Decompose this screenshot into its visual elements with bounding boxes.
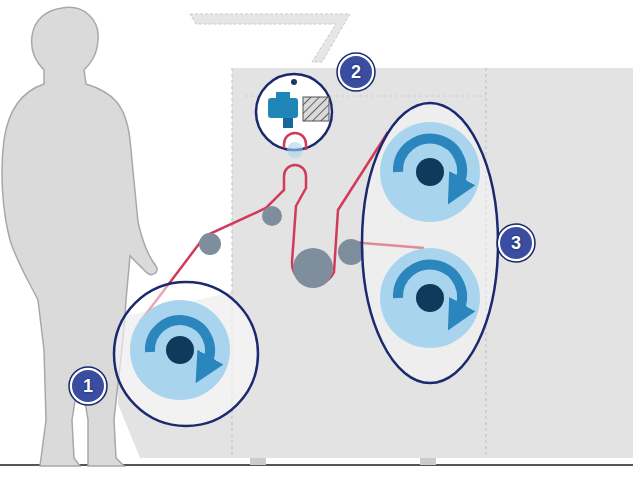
- unwind-roll: [114, 282, 258, 426]
- callout-number: 1: [72, 370, 104, 402]
- guide-roller: [199, 206, 364, 288]
- callout-number: 3: [500, 227, 532, 259]
- callout-badge: [69, 53, 535, 405]
- sensor-detail: [256, 74, 332, 158]
- callout-number: 2: [340, 56, 372, 88]
- rewind-rolls: [362, 103, 498, 383]
- lever-arm: [190, 14, 350, 62]
